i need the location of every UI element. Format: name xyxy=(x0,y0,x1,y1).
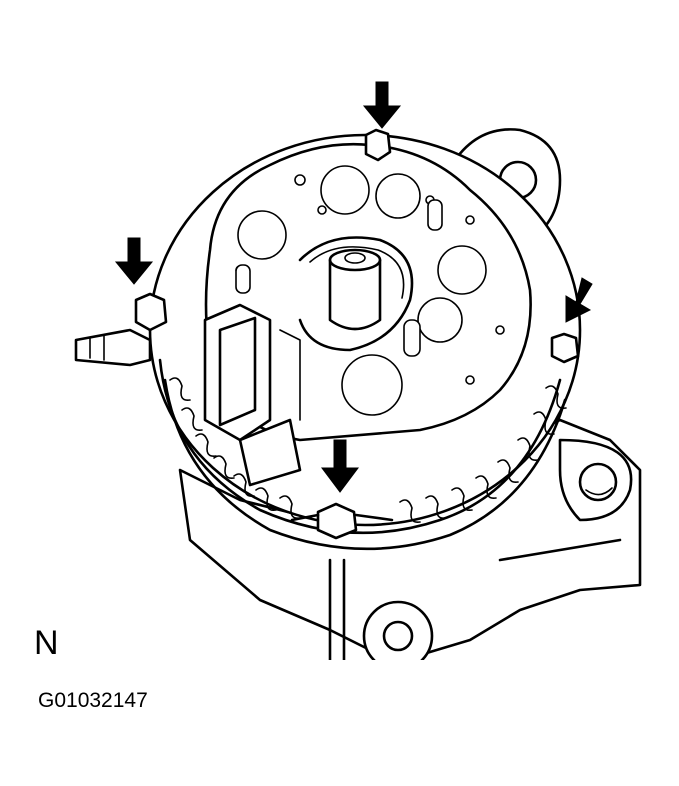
lower-mount-hole xyxy=(382,620,414,652)
left-bolt xyxy=(134,292,168,332)
arrow-left-bolt xyxy=(114,237,154,285)
figure-id: G01032147 xyxy=(38,689,148,712)
center-shaft xyxy=(328,248,382,331)
top-bolt xyxy=(364,128,392,162)
panel-letter: N xyxy=(34,624,59,662)
cooling-fins xyxy=(169,377,567,524)
connector-plug xyxy=(203,303,302,487)
arrow-bottom-nut xyxy=(321,439,359,493)
b-terminal-stud xyxy=(74,328,152,367)
arrow-top-bolt xyxy=(362,81,402,129)
arrow-right-bolt xyxy=(565,277,593,323)
alternator-drawing xyxy=(74,81,642,672)
right-bolt xyxy=(550,332,580,364)
callout-arrows xyxy=(114,81,593,493)
alternator-rear-view-illustration xyxy=(74,81,642,672)
bottom-nut xyxy=(316,502,358,540)
fasteners xyxy=(134,128,580,540)
